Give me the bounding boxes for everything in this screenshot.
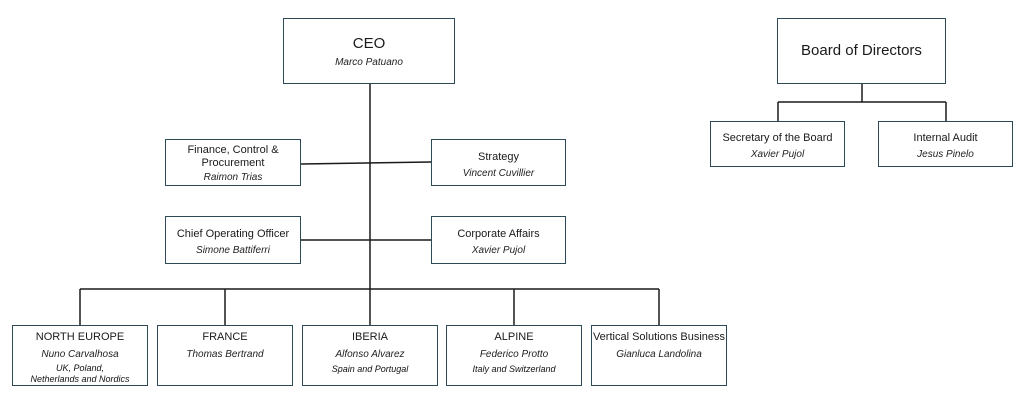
- corporate-affairs-name: Xavier Pujol: [471, 245, 526, 256]
- finance-title: Finance, Control & Procurement: [187, 144, 279, 169]
- secretary-of-board-box: Secretary of the Board Xavier Pujol: [710, 121, 845, 167]
- strategy-box: Strategy Vincent Cuvillier: [431, 139, 566, 186]
- board-box: Board of Directors: [777, 18, 946, 84]
- france-title: FRANCE: [202, 331, 248, 343]
- vertical-solutions-name: Gianluca Landolina: [616, 349, 702, 360]
- strategy-name: Vincent Cuvillier: [462, 168, 535, 179]
- internal-audit-box: Internal Audit Jesus Pinelo: [878, 121, 1013, 167]
- board-title: Board of Directors: [801, 42, 922, 59]
- ceo-title: CEO: [352, 35, 386, 52]
- coo-title: Chief Operating Officer: [176, 228, 290, 240]
- corporate-affairs-box: Corporate Affairs Xavier Pujol: [431, 216, 566, 264]
- vertical-solutions-title: Vertical Solutions Business: [592, 331, 726, 343]
- alpine-title: ALPINE: [494, 331, 534, 343]
- internal-audit-name: Jesus Pinelo: [917, 149, 974, 160]
- finance-box: Finance, Control & Procurement Raimon Tr…: [165, 139, 301, 186]
- corporate-affairs-title: Corporate Affairs: [457, 228, 540, 240]
- ceo-name: Marco Patuano: [335, 57, 403, 68]
- coo-name: Simone Battiferri: [196, 245, 270, 256]
- iberia-name: Alfonso Alvarez: [335, 349, 405, 360]
- iberia-region: Spain and Portugal: [331, 364, 409, 374]
- north-europe-region: UK, Poland, Netherlands and Nordics: [30, 363, 130, 384]
- vertical-solutions-box: Vertical Solutions Business Gianluca Lan…: [591, 325, 727, 386]
- finance-strategy-connector: [300, 161, 432, 165]
- france-box: FRANCE Thomas Bertrand: [157, 325, 293, 386]
- iberia-title: IBERIA: [351, 331, 389, 343]
- north-europe-box: NORTH EUROPE Nuno Carvalhosa UK, Poland,…: [12, 325, 148, 386]
- alpine-name: Federico Protto: [479, 349, 549, 360]
- internal-audit-title: Internal Audit: [913, 132, 978, 144]
- strategy-title: Strategy: [478, 151, 519, 163]
- north-europe-title: NORTH EUROPE: [35, 331, 125, 343]
- north-europe-name: Nuno Carvalhosa: [41, 349, 119, 360]
- coo-box: Chief Operating Officer Simone Battiferr…: [165, 216, 301, 264]
- alpine-region: Italy and Switzerland: [472, 364, 556, 374]
- france-name: Thomas Bertrand: [186, 349, 264, 360]
- finance-name: Raimon Trias: [203, 172, 263, 183]
- iberia-box: IBERIA Alfonso Alvarez Spain and Portuga…: [302, 325, 438, 386]
- ceo-box: CEO Marco Patuano: [283, 18, 455, 84]
- alpine-box: ALPINE Federico Protto Italy and Switzer…: [446, 325, 582, 386]
- secretary-title: Secretary of the Board: [722, 132, 833, 144]
- secretary-name: Xavier Pujol: [750, 149, 805, 160]
